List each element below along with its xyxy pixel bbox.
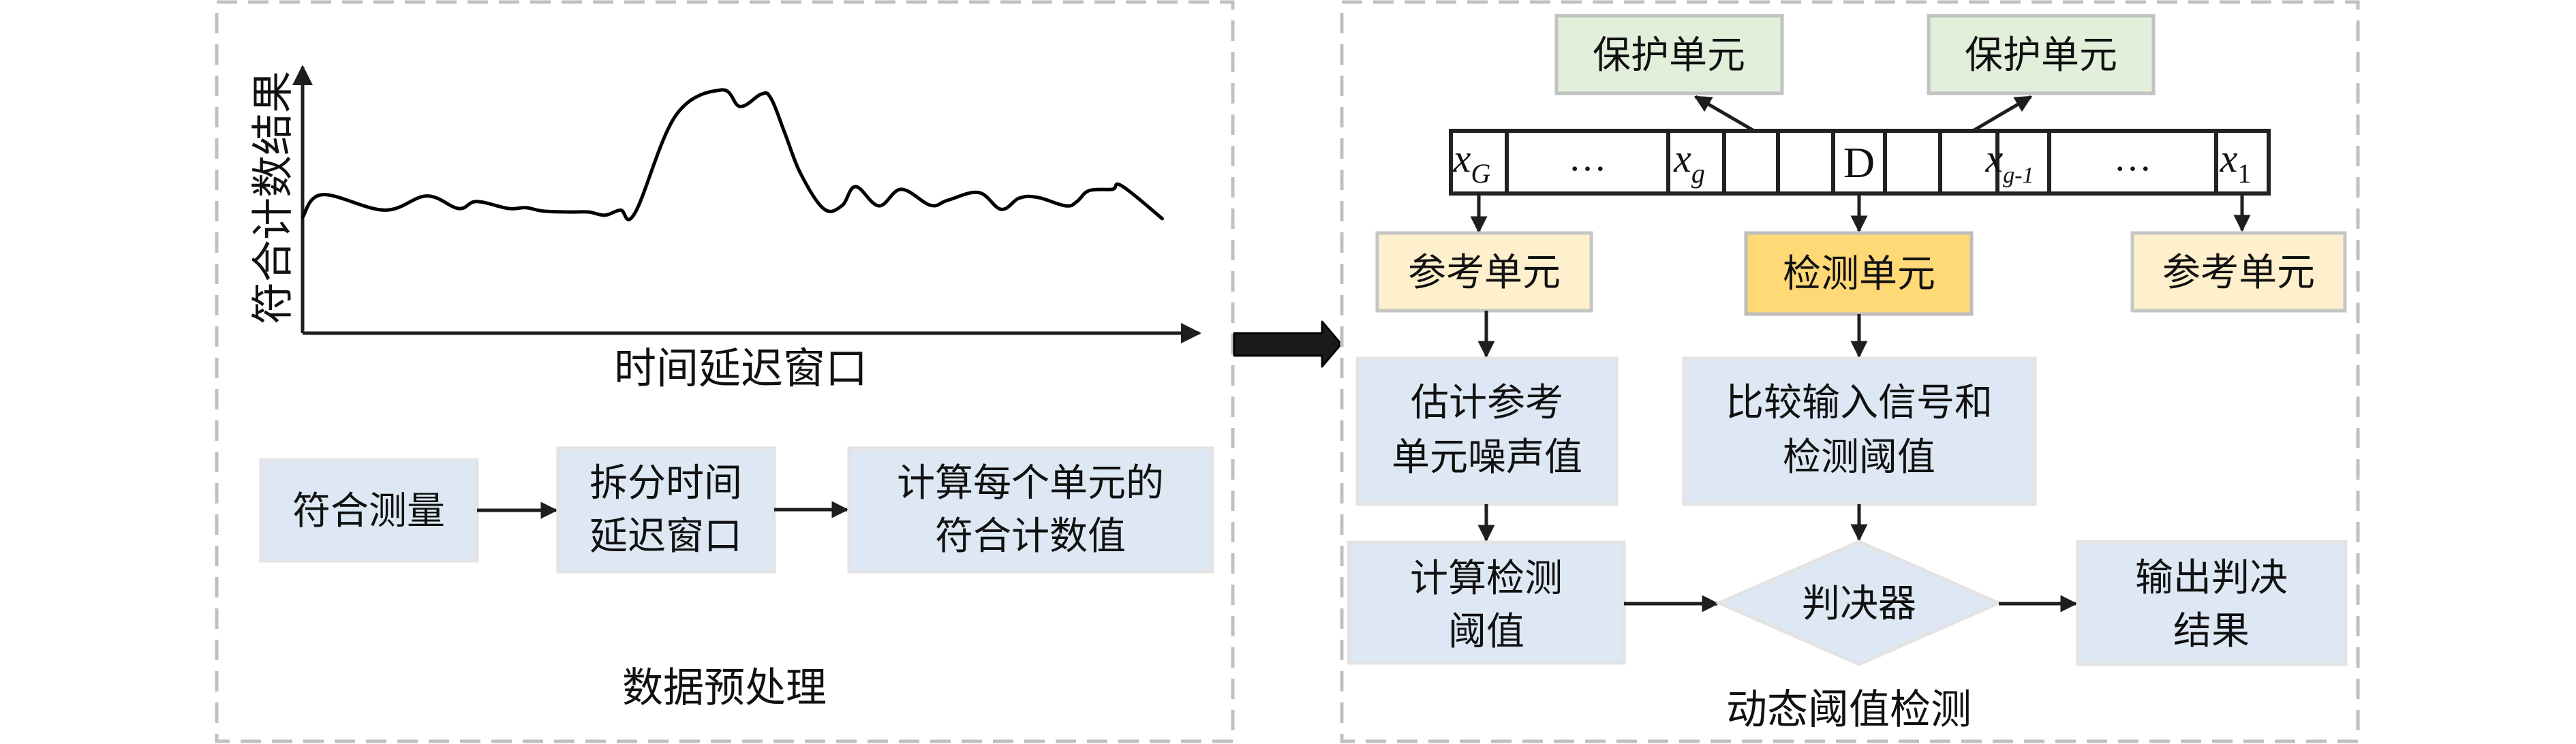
detection-panel-border [1340,0,2360,743]
guard-unit-label: 保护单元 [1593,33,1745,78]
step-box-split-window [556,446,776,574]
estimate-line-2: 单元噪声值 [1392,435,1582,480]
cell-subscript: 1 [2237,158,2251,189]
reference-cell-label: 参考单元 [2162,251,2315,295]
detection-caption: 动态阈值检测 [1726,686,1972,734]
step-label: 符合测量 [292,489,445,533]
step-label-line-2: 延迟窗口 [589,514,742,559]
detect-cell-box [1744,231,1974,316]
compute-threshold-box [1347,540,1626,665]
step-box-compute-counts [847,446,1214,574]
reference-cell-label: 参考单元 [1408,251,1561,295]
guard-unit-box [1554,14,1784,95]
cell-subscript: g [1691,158,1705,189]
cell-reference: xG [1449,129,1509,196]
threshold-line-1: 计算检测 [1410,557,1563,601]
guard-cell-hatch [1776,129,1835,196]
preprocess-caption: 数据预处理 [622,664,827,712]
compute-threshold-step: 计算检测 阈值 [1347,540,1626,665]
x-axis-label: 时间延迟窗口 [614,343,868,393]
cell-reference: x1 [2214,129,2271,196]
decider: 判决器 [1715,540,2004,666]
estimate-noise-box [1355,356,1619,506]
output-result-box [2076,540,2348,666]
guard-cell-hatch [1883,129,1942,196]
preprocess-step-1: 符合测量 [259,458,479,563]
guard-unit-right: 保护单元 [1927,14,2156,95]
reference-cell-left: 参考单元 [1375,231,1593,313]
preprocess-step-2: 拆分时间 延迟窗口 [556,446,776,574]
cell-guard [1883,129,1942,196]
threshold-line-2: 阈值 [1448,610,1524,654]
cell-guard [1776,129,1835,196]
guard-arrow-left [1693,95,1755,133]
output-line-2: 结果 [2173,609,2250,653]
step-box-coincidence-measurement [259,458,479,563]
step-label-line-1: 计算每个单元的 [897,461,1164,506]
decider-label: 判决器 [1802,582,1916,626]
cell-test: D [1831,129,1887,196]
cell-guard [1722,129,1780,196]
guard-unit-left: 保护单元 [1554,14,1784,95]
guard-unit-box [1927,14,2156,95]
compare-line-1: 比较输入信号和 [1726,381,1993,425]
cell-subscript: g-1 [2003,163,2034,188]
detect-cell: 检测单元 [1744,231,1974,316]
ellipsis-label: … [1569,137,1607,179]
preprocess-panel-border [215,0,1235,743]
cell-box [1666,129,1726,196]
y-axis-label: 符合计数结果 [248,71,298,324]
test-cell-label: D [1843,138,1875,187]
cell-ellipsis: … [1505,129,1670,196]
output-result-step: 输出判决 结果 [2076,540,2348,666]
reference-cell-right: 参考单元 [2130,231,2347,313]
transition-arrow-icon [1233,320,1343,368]
reference-cell-box [2130,231,2347,313]
estimate-line-1: 估计参考 [1411,381,1563,425]
step-label-line-2: 符合计数值 [935,514,1126,559]
ellipsis-label: … [2114,137,2152,179]
cell-box [2214,129,2271,196]
compare-line-2: 检测阈值 [1783,435,1935,480]
coincidence-chart: 符合计数结果 时间延迟窗口 [248,65,1201,393]
cell-ellipsis: … [2047,129,2218,196]
output-line-1: 输出判决 [2135,556,2288,600]
guard-cell-hatch [1722,129,1780,196]
estimate-noise-step: 估计参考 单元噪声值 [1355,356,1619,506]
guard-arrow-right [1972,95,2033,133]
coincidence-count-curve [301,88,1164,221]
reference-cell-box [1375,231,1593,313]
guard-unit-label: 保护单元 [1965,33,2117,78]
step-label-line-1: 拆分时间 [589,461,742,506]
preprocess-step-3: 计算每个单元的 符合计数值 [847,446,1214,574]
compare-step: 比较输入信号和 检测阈值 [1682,356,2037,506]
cell-subscript: G [1471,158,1490,189]
detect-cell-label: 检测单元 [1783,252,1935,296]
cell-reference: xg [1666,129,1726,196]
decider-diamond [1715,540,2004,666]
preprocess-panel: 符合计数结果 时间延迟窗口 符合测量 拆分时间 延迟窗口 计算每个单元的 符合计… [215,0,1235,743]
